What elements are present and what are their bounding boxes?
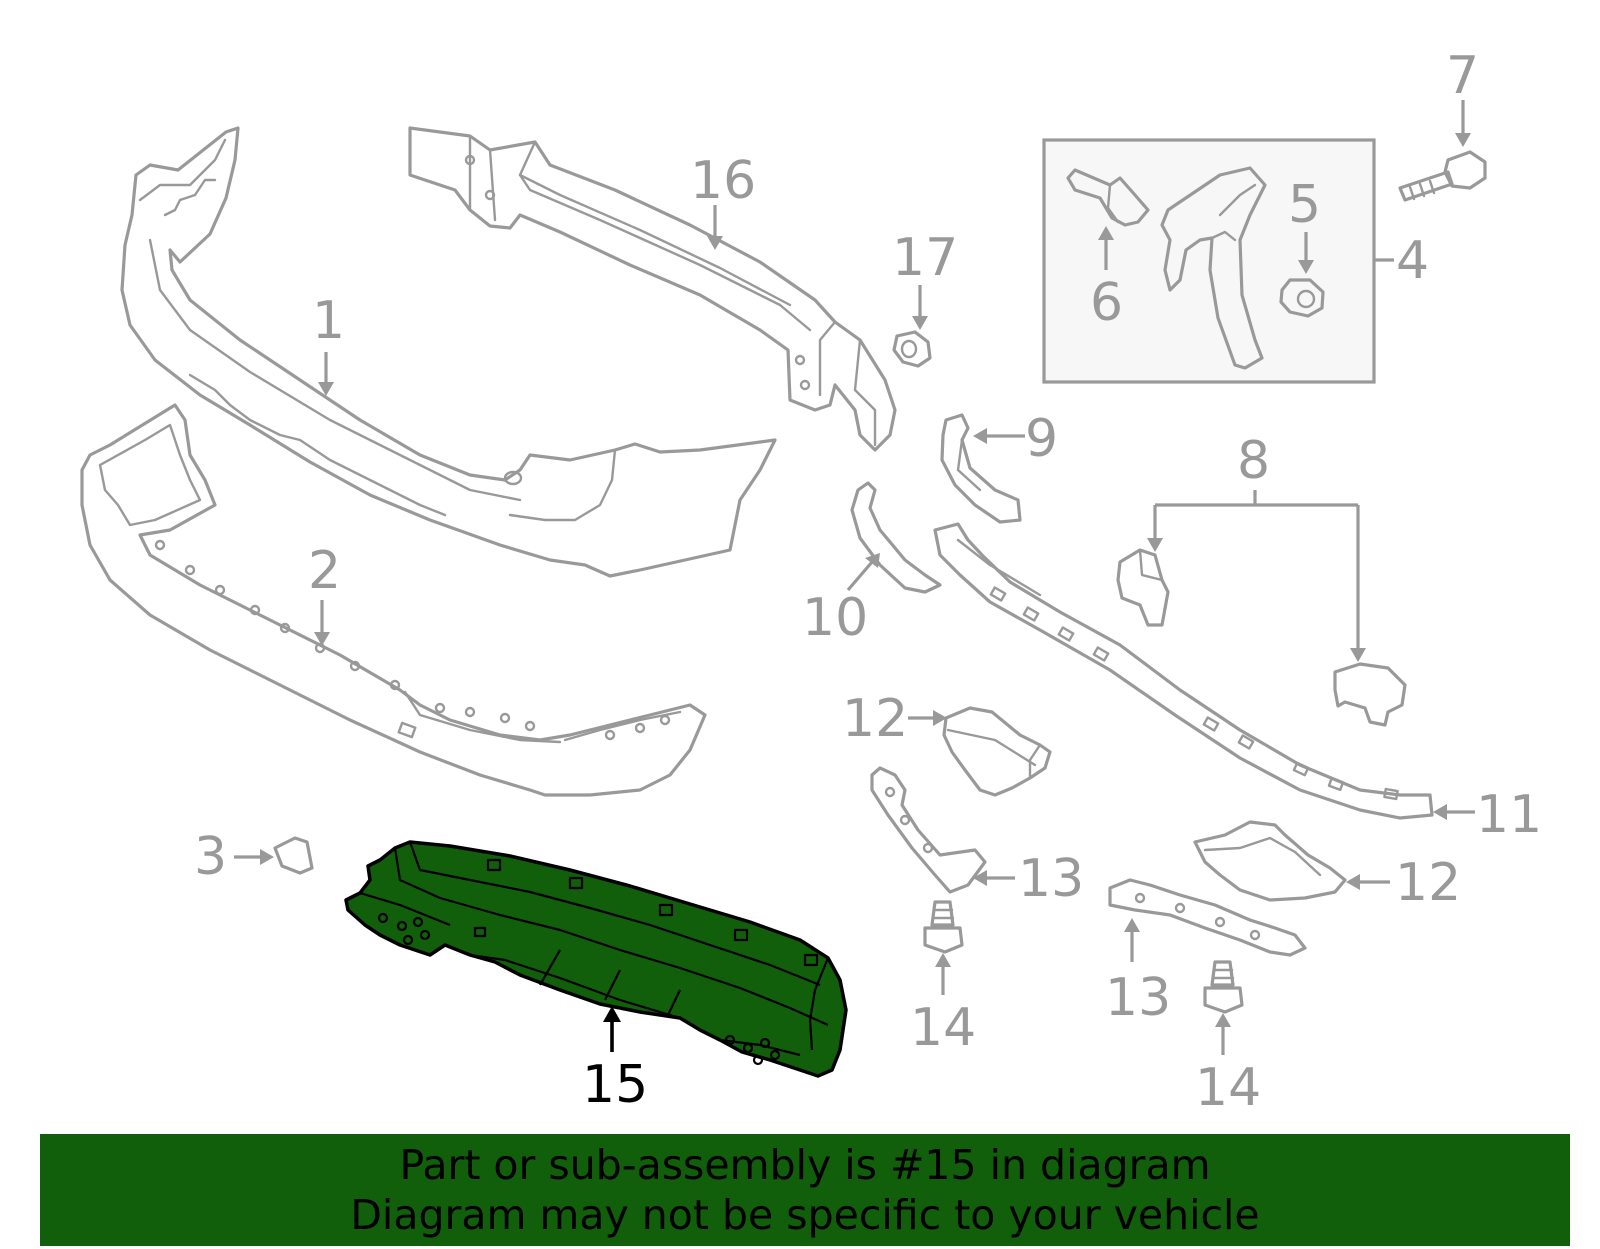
lower-bumper-clips [154, 539, 671, 741]
label-10: 10 [802, 588, 868, 648]
part-14-bolt-left[interactable] [923, 900, 964, 954]
part-5-nut[interactable] [1279, 278, 1325, 318]
label-14-left: 14 [910, 998, 976, 1058]
label-2: 2 [308, 541, 341, 601]
part-7-bolt[interactable] [1398, 150, 1487, 202]
part-6-push-pin[interactable] [1066, 168, 1150, 227]
part-13-bracket-upper[interactable] [870, 766, 987, 894]
label-11: 11 [1476, 785, 1542, 845]
label-15: 15 [582, 1055, 648, 1115]
lower-strip-clips [989, 586, 1399, 801]
info-line-part-number: Part or sub-assembly is #15 in diagram [399, 1141, 1211, 1189]
part-8-bracket-left[interactable] [1116, 548, 1170, 627]
part-9-bracket[interactable] [940, 413, 1022, 524]
part-14-bolt-right[interactable] [1203, 960, 1244, 1014]
part-15-lower-valance-highlighted[interactable] [344, 840, 848, 1078]
part-11-lower-strip[interactable] [933, 522, 1434, 820]
label-4: 4 [1396, 231, 1429, 291]
part-2-lower-bumper[interactable] [80, 403, 707, 797]
part-13-bracket-lower[interactable] [1108, 878, 1307, 957]
label-14-right: 14 [1195, 1058, 1261, 1118]
label-13-upper: 13 [1018, 849, 1084, 909]
label-7: 7 [1446, 46, 1479, 106]
label-9: 9 [1025, 409, 1058, 469]
part-4-bracket[interactable] [1160, 166, 1267, 370]
valance-mounting-holes [377, 858, 819, 1066]
label-6: 6 [1090, 273, 1123, 333]
part-17-nut[interactable] [892, 330, 932, 368]
part-10-strip[interactable] [850, 481, 942, 594]
label-12-lower: 12 [1395, 853, 1461, 913]
info-banner: Part or sub-assembly is #15 in diagram D… [40, 1134, 1570, 1246]
part-3-tow-hook-cap[interactable] [273, 836, 314, 875]
label-3: 3 [194, 827, 227, 887]
callout-labels: 1 2 3 4 5 6 7 8 9 10 11 12 12 13 13 14 1… [194, 46, 1542, 1118]
part-12-reflector-upper[interactable] [942, 706, 1052, 797]
label-16: 16 [690, 151, 756, 211]
label-8: 8 [1237, 431, 1270, 491]
part-8-bracket-right[interactable] [1333, 662, 1407, 727]
part-1-bumper-cover[interactable] [120, 126, 777, 578]
label-17: 17 [892, 228, 958, 288]
part-16-reinforcement-beam[interactable] [408, 126, 897, 452]
label-13-lower: 13 [1105, 968, 1171, 1028]
label-1: 1 [312, 291, 345, 351]
label-5: 5 [1288, 175, 1321, 235]
info-line-disclaimer: Diagram may not be specific to your vehi… [350, 1191, 1260, 1239]
part-12-bracket-lower[interactable] [1193, 820, 1347, 902]
label-12-upper: 12 [842, 689, 908, 749]
leader-arrows [234, 100, 1475, 1055]
